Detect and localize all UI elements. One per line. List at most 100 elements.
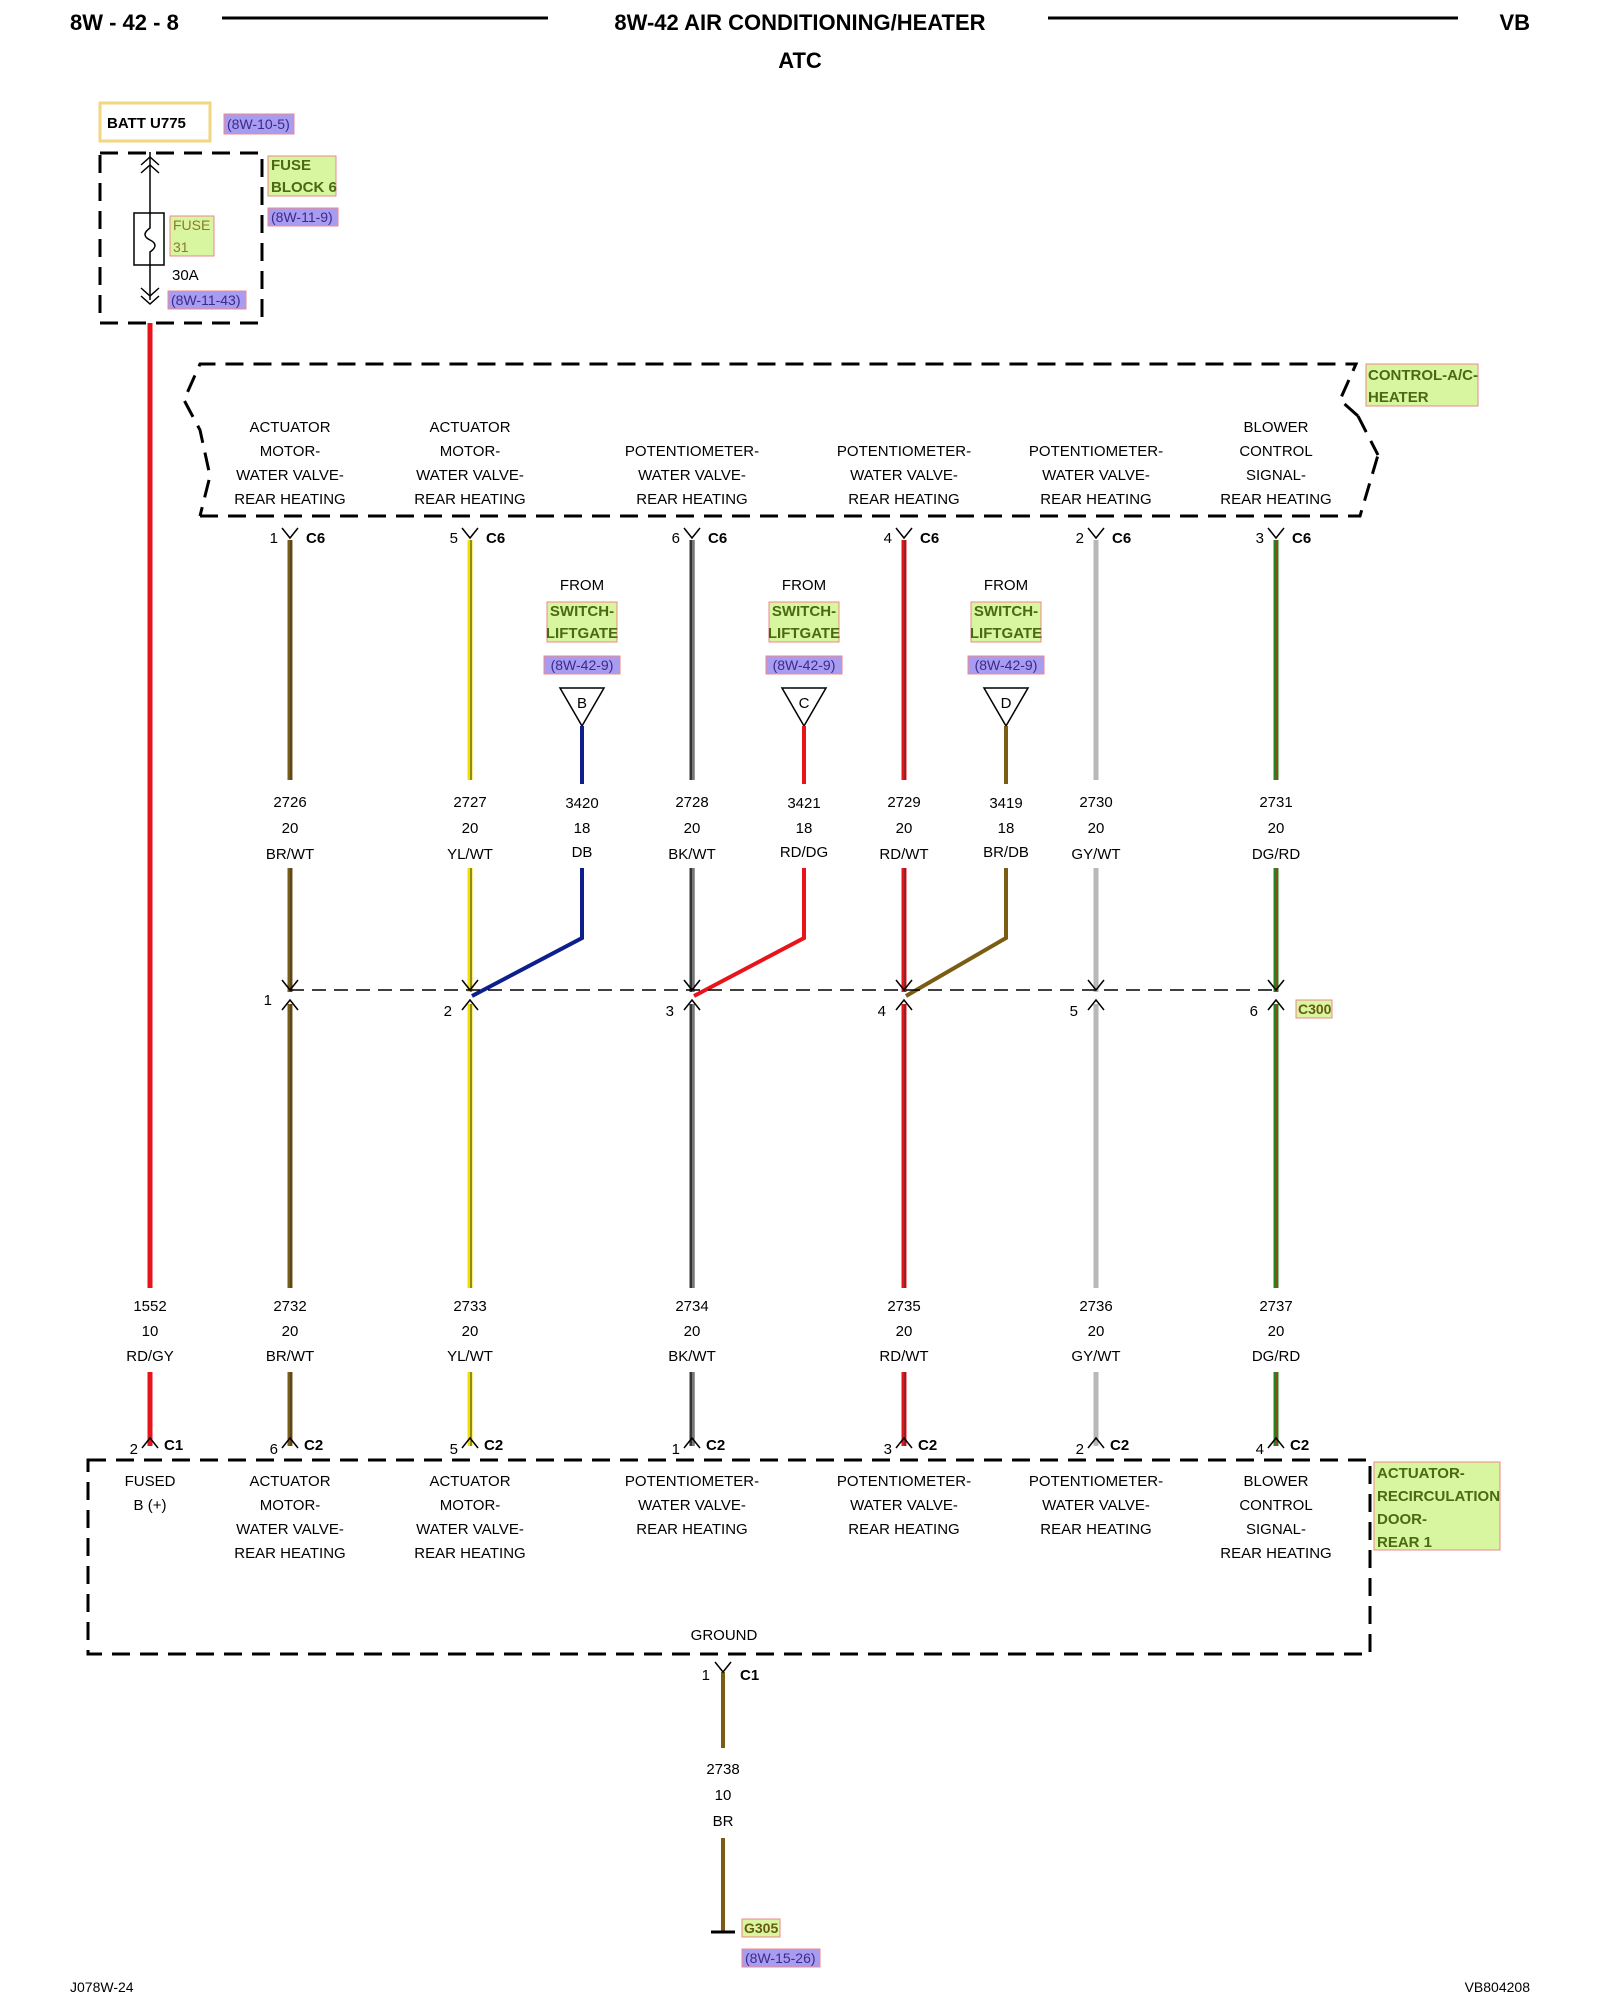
lower-wire-gauge: 20 <box>282 1323 299 1340</box>
control-module-label-bg <box>1365 363 1479 407</box>
fuse-block-ref-bg[interactable] <box>267 207 339 227</box>
branch-ref-bg[interactable] <box>543 655 621 675</box>
branch-from: FROM <box>782 577 826 594</box>
control-pin-terminal <box>895 527 913 540</box>
lower-wire-circuit: 2736 <box>1079 1298 1112 1315</box>
footer-left-code: J078W-24 <box>70 1979 134 1995</box>
wire-0-upper <box>287 540 293 780</box>
actuator-pin-number: 2 <box>1076 1441 1084 1458</box>
lower-wire-color: RD/GY <box>126 1348 174 1365</box>
actuator-pin-conn: C2 <box>1290 1437 1309 1454</box>
battery-ref-link[interactable]: (8W-10-5) <box>227 116 290 132</box>
control-pin-label: ACTUATOR <box>429 419 510 436</box>
actuator-pin-label: REAR HEATING <box>1220 1545 1331 1562</box>
control-pin-label: REAR HEATING <box>848 491 959 508</box>
fuse-block-ref-link[interactable]: (8W-11-9) <box>271 209 333 225</box>
branch-marker-triangle <box>780 687 828 728</box>
upper-wire-circuit: 2730 <box>1079 794 1112 811</box>
control-pin-number: 4 <box>884 530 892 547</box>
actuator-pin-conn: C2 <box>1110 1437 1129 1454</box>
actuator-pin-terminal <box>683 1436 701 1449</box>
control-pin-label: POTENTIOMETER- <box>1029 443 1163 460</box>
page-id: 8W - 42 - 8 <box>70 10 179 35</box>
wire-0-lower <box>287 1004 293 1288</box>
wire-6-actuator <box>1273 1372 1279 1446</box>
actuator-pin-label: WATER VALVE- <box>638 1497 746 1514</box>
actuator-pin-label: WATER VALVE- <box>416 1521 524 1538</box>
upper-wire-gauge: 20 <box>282 820 299 837</box>
control-pin-conn: C6 <box>306 530 325 547</box>
lower-wire-gauge: 20 <box>684 1323 701 1340</box>
actuator-pin-label: REAR HEATING <box>1040 1521 1151 1538</box>
ground-wire-circuit: 2738 <box>706 1761 739 1778</box>
ground-pin-number: 1 <box>702 1667 710 1684</box>
fuse-out-ref-link[interactable]: (8W-11-43) <box>171 292 241 308</box>
page-subtitle: ATC <box>778 48 822 73</box>
actuator-pin-terminal <box>1087 1436 1105 1449</box>
control-pin-terminal <box>1087 527 1105 540</box>
ground-wire-gauge: 10 <box>715 1787 732 1804</box>
ground-circuit: 1 C1 2738 10 BR G305 (8W-15-26) <box>702 1661 821 1968</box>
actuator-pin-terminal <box>1267 1436 1285 1449</box>
c300-pin-terminal <box>1267 998 1285 1011</box>
actuator-pin-number: 2 <box>130 1441 138 1458</box>
ground-ref-link[interactable]: (8W-15-26) <box>745 1950 816 1966</box>
fuse-block-area: BATT U775 (8W-10-5) FUSE BLOCK 6 (8W-11-… <box>98 101 339 325</box>
branch-marker-letter: B <box>577 695 587 712</box>
actuator-pin-terminal <box>461 1436 479 1449</box>
actuator-pin-terminal <box>895 1436 913 1449</box>
c300-pin-number: 1 <box>264 992 272 1009</box>
c300-pin-terminal-top <box>1267 979 1285 992</box>
branch-ref-bg[interactable] <box>765 655 843 675</box>
actuator-pin-label: SIGNAL- <box>1246 1521 1306 1538</box>
branch-gauge: 18 <box>796 820 813 837</box>
fuse-block-label-bg <box>267 155 337 197</box>
branch-source-2: LIFTGATE <box>768 625 840 642</box>
fuse-block-label-2: BLOCK 6 <box>271 179 337 196</box>
branch-ref-bg[interactable] <box>967 655 1045 675</box>
actuator-pin-label: CONTROL <box>1239 1497 1312 1514</box>
fuse-out-ref-bg[interactable] <box>167 290 247 310</box>
lower-wire-color: GY/WT <box>1071 1348 1120 1365</box>
wire-3-upper <box>901 540 907 780</box>
ground-ref-bg[interactable] <box>741 1948 821 1968</box>
branch-marker-letter: D <box>1001 695 1012 712</box>
fuse-in-terminal <box>140 155 160 174</box>
wire-1-mid <box>467 868 473 992</box>
actuator-pin-label: REAR HEATING <box>234 1545 345 1562</box>
branch-wire-lower <box>693 868 806 998</box>
upper-wire-color: YL/WT <box>447 846 493 863</box>
actuator-name-3: DOOR- <box>1377 1511 1427 1528</box>
control-pin-label: MOTOR- <box>440 443 501 460</box>
wire-3-mid <box>901 868 907 992</box>
c300-label: C300 <box>1298 1001 1332 1017</box>
control-pin-label: ACTUATOR <box>249 419 330 436</box>
actuator-pin-label: POTENTIOMETER- <box>625 1473 759 1490</box>
branch-wire-lower <box>904 868 1008 998</box>
control-pin-label: REAR HEATING <box>1220 491 1331 508</box>
control-pin-label: POTENTIOMETER- <box>625 443 759 460</box>
fuse-out-terminal <box>140 287 160 306</box>
fuse-label-bg <box>169 215 215 257</box>
fuse-rating: 30A <box>172 267 199 284</box>
lower-wire-color: DG/RD <box>1252 1348 1301 1365</box>
lower-wire-gauge: 20 <box>1268 1323 1285 1340</box>
actuator-pin-conn: C1 <box>164 1437 183 1454</box>
actuator-pin-label: WATER VALVE- <box>850 1497 958 1514</box>
branch-ref-link: (8W-42-9) <box>975 657 1038 673</box>
control-pin-number: 5 <box>450 530 458 547</box>
upper-wire-color: BK/WT <box>668 846 716 863</box>
branch-circuit: 3421 <box>787 795 820 812</box>
wire-1-lower <box>467 1004 473 1288</box>
ground-name: G305 <box>744 1920 778 1936</box>
actuator-pin-label: BLOWER <box>1243 1473 1308 1490</box>
control-pin-terminal <box>461 527 479 540</box>
actuator-pin-label: WATER VALVE- <box>236 1521 344 1538</box>
c300-pin-terminal <box>1087 998 1105 1011</box>
battery-ref-bg[interactable] <box>223 113 295 135</box>
control-pin-label: WATER VALVE- <box>638 467 746 484</box>
c300-pin-terminal-top <box>895 979 913 992</box>
lower-wire-circuit: 2732 <box>273 1298 306 1315</box>
